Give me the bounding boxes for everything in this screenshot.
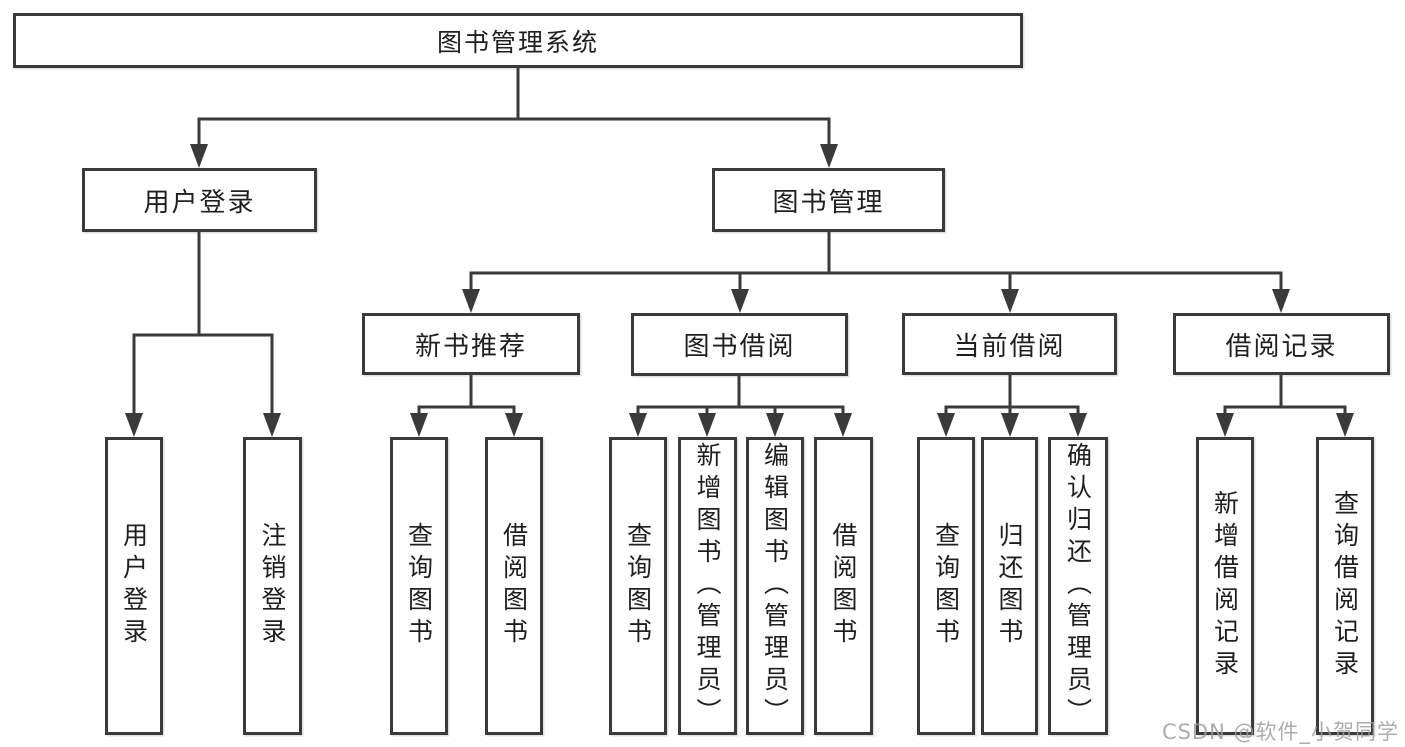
leaf-bb-add-book-admin: 新增图书（管理员） xyxy=(678,437,737,735)
arrowhead-down-icon xyxy=(1272,289,1290,313)
leaf-bb-edit-book-admin: 编辑图书（管理员） xyxy=(746,437,804,735)
arrowhead-down-icon xyxy=(1216,413,1234,437)
leaf-nbr-borrow-books-label: 借阅图书 xyxy=(499,522,529,650)
arrowhead-down-icon xyxy=(263,413,281,437)
arrowhead-down-icon xyxy=(937,413,955,437)
leaf-cb-confirm-return-admin: 确认归还（管理员） xyxy=(1048,437,1108,735)
leaf-br-add-record-label: 新增借阅记录 xyxy=(1210,490,1240,682)
arrowhead-down-icon xyxy=(1001,413,1019,437)
node-book-borrow: 图书借阅 xyxy=(631,313,848,376)
arrowhead-down-icon xyxy=(125,413,143,437)
arrowhead-down-icon xyxy=(190,144,208,168)
leaf-logout: 注销登录 xyxy=(243,437,302,735)
leaf-cb-return-books: 归还图书 xyxy=(981,437,1038,735)
leaf-br-add-record: 新增借阅记录 xyxy=(1196,437,1254,735)
leaf-nbr-borrow-books: 借阅图书 xyxy=(485,437,543,735)
node-current-borrow: 当前借阅 xyxy=(902,313,1117,375)
node-library-system: 图书管理系统 xyxy=(13,13,1023,68)
arrowhead-down-icon xyxy=(1069,413,1087,437)
arrowhead-down-icon xyxy=(766,413,784,437)
node-user-login: 用户登录 xyxy=(82,168,317,232)
leaf-bb-query-books: 查询图书 xyxy=(609,437,667,735)
leaf-cb-return-books-label: 归还图书 xyxy=(995,522,1024,650)
leaf-nbr-query-books: 查询图书 xyxy=(390,437,448,735)
node-current-borrow-label: 当前借阅 xyxy=(953,331,1066,362)
leaf-bb-edit-book-admin-label: 编辑图书（管理员） xyxy=(760,442,790,730)
leaf-bb-borrow-books-label: 借阅图书 xyxy=(829,522,858,650)
node-borrow-records: 借阅记录 xyxy=(1173,313,1390,375)
node-book-management-label: 图书管理 xyxy=(772,187,885,218)
arrowhead-down-icon xyxy=(698,413,716,437)
watermark: CSDN @软件_小贺同学 xyxy=(1161,720,1399,744)
leaf-logout-label: 注销登录 xyxy=(258,522,287,650)
leaf-cb-query-books: 查询图书 xyxy=(917,437,975,735)
leaf-bb-borrow-books: 借阅图书 xyxy=(814,437,873,735)
arrowhead-down-icon xyxy=(1336,413,1354,437)
leaf-user-login-label: 用户登录 xyxy=(119,522,149,650)
leaf-br-query-record-label: 查询借阅记录 xyxy=(1330,490,1360,682)
arrowhead-down-icon xyxy=(462,289,480,313)
leaf-nbr-query-books-label: 查询图书 xyxy=(404,522,434,650)
node-borrow-records-label: 借阅记录 xyxy=(1225,331,1338,362)
node-book-borrow-label: 图书借阅 xyxy=(683,332,796,362)
leaf-cb-query-books-label: 查询图书 xyxy=(931,522,961,650)
arrowhead-down-icon xyxy=(629,413,647,437)
arrowhead-down-icon xyxy=(505,413,523,437)
arrowhead-down-icon xyxy=(731,289,749,313)
node-new-book-recommend-label: 新书推荐 xyxy=(414,331,527,362)
node-book-management: 图书管理 xyxy=(712,168,945,232)
leaf-user-login: 用户登录 xyxy=(105,437,163,735)
node-user-login-label: 用户登录 xyxy=(143,187,256,218)
leaf-br-query-record: 查询借阅记录 xyxy=(1316,437,1374,735)
arrowhead-down-icon xyxy=(834,413,852,437)
leaf-bb-add-book-admin-label: 新增图书（管理员） xyxy=(693,442,722,730)
arrowhead-down-icon xyxy=(820,144,838,168)
leaf-bb-query-books-label: 查询图书 xyxy=(623,522,653,650)
arrowhead-down-icon xyxy=(410,413,428,437)
leaf-cb-confirm-return-admin-label: 确认归还（管理员） xyxy=(1063,442,1093,730)
node-new-book-recommend: 新书推荐 xyxy=(362,313,580,375)
node-library-system-label: 图书管理系统 xyxy=(436,27,599,57)
arrowhead-down-icon xyxy=(1001,289,1019,313)
